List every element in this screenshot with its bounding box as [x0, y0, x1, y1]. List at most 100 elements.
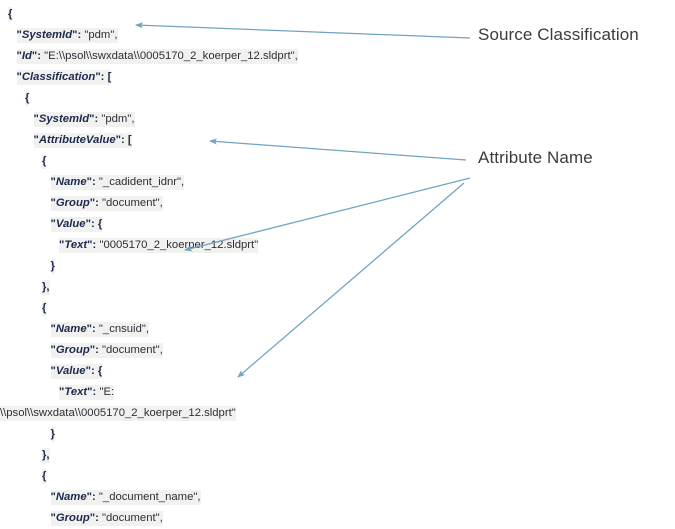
- code-colon: ":: [89, 512, 103, 524]
- code-line-text: "SystemId": "pdm",: [33, 112, 135, 127]
- json-value: "_document_name",: [98, 491, 201, 503]
- json-key: Group: [55, 344, 90, 356]
- code-line-text: "Value": {: [50, 364, 103, 379]
- code-line-text: }: [50, 427, 55, 442]
- code-line: "SystemId": "pdm",: [0, 25, 300, 46]
- code-line-text: {: [42, 301, 47, 316]
- code-line-text: },: [42, 280, 50, 295]
- code-line-text: "Group": "document",: [50, 343, 163, 358]
- annotation-label-source-classification: Source Classification: [478, 25, 639, 44]
- code-line-text: \\psol\\swxdata\\0005170_2_koerper_12.sl…: [0, 406, 236, 421]
- code-colon: ":: [95, 71, 108, 83]
- code-quote: ": [50, 323, 56, 335]
- json-value: "E:: [99, 386, 115, 398]
- code-line-text: "AttributeValue": [: [33, 133, 132, 148]
- json-key: SystemId: [38, 113, 90, 125]
- json-code-block: {"SystemId": "pdm","Id": "E:\\psol\\swxd…: [0, 4, 300, 529]
- json-key: SystemId: [21, 29, 73, 41]
- code-line: {: [0, 298, 300, 319]
- code-line: }: [0, 424, 300, 445]
- code-colon: ":: [89, 113, 102, 125]
- code-colon: ":: [86, 176, 99, 188]
- code-quote: ": [50, 176, 56, 188]
- code-colon: ":: [86, 491, 99, 503]
- code-line-text: "Name": "_document_name",: [50, 490, 201, 505]
- json-key: Text: [64, 239, 88, 251]
- code-line: "AttributeValue": [: [0, 130, 300, 151]
- json-value: "_cadident_idnr",: [98, 176, 185, 188]
- code-line-text: }: [50, 259, 55, 274]
- code-quote: ": [50, 365, 56, 377]
- code-line-text: "Group": "document",: [50, 196, 163, 211]
- json-key: Group: [55, 197, 90, 209]
- json-value: "document",: [102, 197, 163, 209]
- code-line: },: [0, 277, 300, 298]
- code-colon: ":: [89, 344, 103, 356]
- json-punctuation: {: [42, 470, 47, 482]
- code-line: }: [0, 256, 300, 277]
- json-punctuation: }: [50, 428, 55, 440]
- json-key: Name: [55, 176, 87, 188]
- json-key: Value: [55, 365, 86, 377]
- json-key: Id: [21, 50, 32, 62]
- json-value: "E:\\psol\\swxdata\\0005170_2_koerper_12…: [44, 50, 298, 62]
- json-value: [: [127, 134, 132, 146]
- code-line: {: [0, 466, 300, 487]
- json-punctuation: {: [42, 302, 47, 314]
- code-line-text: "Value": {: [50, 217, 103, 232]
- code-quote: ": [50, 344, 56, 356]
- code-colon: ":: [72, 29, 85, 41]
- code-quote: ": [59, 386, 65, 398]
- code-line: "Classification": [: [0, 67, 300, 88]
- json-value: {: [97, 218, 103, 230]
- code-line-text: {: [25, 91, 30, 106]
- json-punctuation: {: [8, 8, 13, 20]
- code-line-text: "Name": "_cadident_idnr",: [50, 175, 185, 190]
- code-line: "Text": "E:: [0, 382, 300, 403]
- code-line: "Value": {: [0, 361, 300, 382]
- json-key: AttributeValue: [38, 134, 116, 146]
- code-colon: ":: [87, 239, 100, 251]
- code-colon: ":: [115, 134, 128, 146]
- json-punctuation: {: [42, 155, 47, 167]
- code-quote: ": [33, 134, 39, 146]
- json-value: {: [97, 365, 103, 377]
- json-punctuation: },: [42, 449, 50, 461]
- code-line-text: "Id": "E:\\psol\\swxdata\\0005170_2_koer…: [16, 49, 298, 64]
- code-line: "SystemId": "pdm",: [0, 109, 300, 130]
- code-line-text: "Name": "_cnsuid",: [50, 322, 150, 337]
- code-line-text: {: [42, 469, 47, 484]
- code-colon: ":: [85, 218, 98, 230]
- json-key: Group: [55, 512, 90, 524]
- code-line: "Name": "_cadident_idnr",: [0, 172, 300, 193]
- code-quote: ": [50, 197, 56, 209]
- json-key: Name: [55, 491, 87, 503]
- code-line-text: "Text": "0005170_2_koerper_12.sldprt": [59, 238, 259, 253]
- code-colon: ":: [89, 197, 103, 209]
- json-punctuation: \\psol\\swxdata\\0005170_2_koerper_12.sl…: [0, 407, 236, 419]
- json-punctuation: {: [25, 92, 30, 104]
- code-line: \\psol\\swxdata\\0005170_2_koerper_12.sl…: [0, 403, 300, 424]
- code-line: "Value": {: [0, 214, 300, 235]
- json-key: Name: [55, 323, 87, 335]
- code-line-text: "Classification": [: [16, 70, 112, 85]
- code-quote: ": [16, 50, 22, 62]
- code-line-text: "SystemId": "pdm",: [16, 28, 118, 43]
- json-value: "_cnsuid",: [98, 323, 150, 335]
- code-line-text: {: [8, 7, 13, 22]
- json-value: "document",: [102, 512, 163, 524]
- code-quote: ": [16, 29, 22, 41]
- json-value: "document",: [102, 344, 163, 356]
- code-line: {: [0, 88, 300, 109]
- code-line: {: [0, 4, 300, 25]
- code-line: "Id": "E:\\psol\\swxdata\\0005170_2_koer…: [0, 46, 300, 67]
- code-quote: ": [50, 218, 56, 230]
- code-line: "Text": "0005170_2_koerper_12.sldprt": [0, 235, 300, 256]
- code-line: "Name": "_document_name",: [0, 487, 300, 508]
- json-punctuation: }: [50, 260, 55, 272]
- code-line: "Group": "document",: [0, 340, 300, 361]
- code-colon: ":: [86, 323, 99, 335]
- json-punctuation: },: [42, 281, 50, 293]
- code-line-text: "Text": "E:: [59, 385, 115, 400]
- code-line-text: },: [42, 448, 50, 463]
